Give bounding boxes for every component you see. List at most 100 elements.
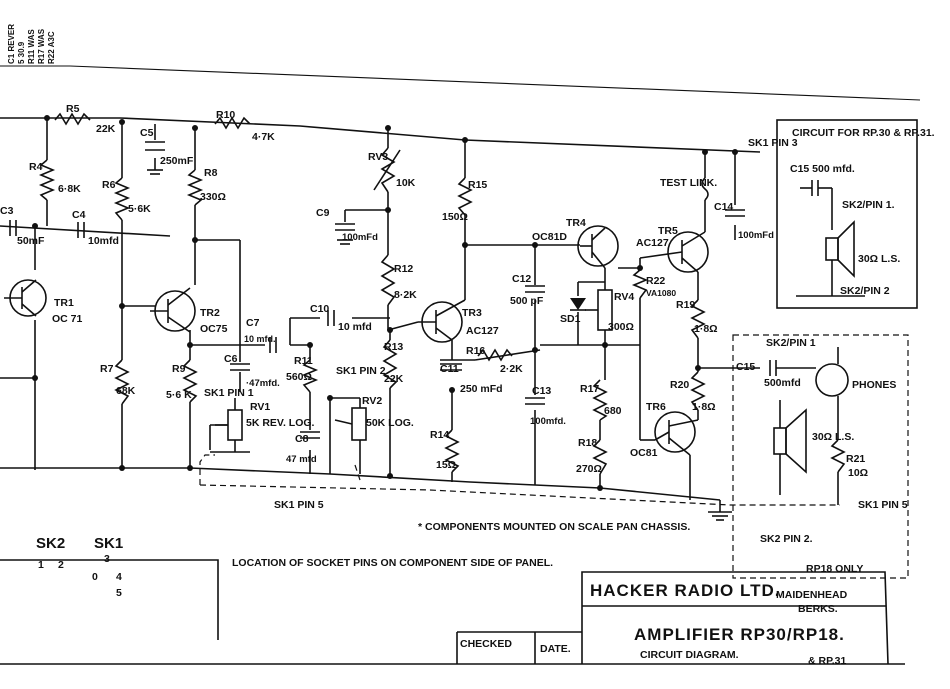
tr6-ref: TR6 [646,401,666,413]
c8-symbol [300,431,320,439]
test-link-label: TEST LINK. [660,177,717,189]
c8-ref: C8 [295,433,309,445]
c8-value: 47 mfd [286,454,317,465]
r13-value: 22K [384,373,404,385]
tr6-value: OC81 [630,447,658,459]
r20-value: 1·8Ω [692,401,716,413]
r19-symbol [690,299,706,339]
revision-note: C1 REVER [7,24,16,64]
r15-value: 150Ω [442,211,468,223]
c9-ref: C9 [316,207,330,219]
socket-pin: 2 [58,559,64,571]
inset-sk2-pin2-label: SK2/PIN 2 [840,285,890,297]
r4-symbol [38,159,56,201]
r8-symbol [186,169,204,206]
r19-ref: R19 [676,299,695,311]
c12-ref: C12 [512,273,531,285]
sk1-pin5-right-label: SK1 PIN 5 [858,499,908,511]
transistor-symbols [4,225,709,456]
date-label: DATE. [540,643,571,655]
tr2-value: OC75 [200,323,228,335]
c11-ref: C11 [440,363,459,375]
tr4-value: OC81D [532,231,567,243]
r9-value: 5·6 K [166,389,192,401]
tr3-symbol [418,299,466,343]
tr2-symbol [150,287,196,333]
sk2-title: SK2 [36,535,65,552]
r17-value: 680 [604,405,622,417]
r8-value: 330Ω [200,191,226,203]
company-town: MAIDENHEAD [776,589,848,601]
drawing-variant: & RP.31 [808,655,846,667]
r20-symbol [690,371,706,411]
rp18-box [732,334,909,579]
c13-symbol [525,397,545,405]
sk1-title: SK1 [94,535,123,552]
socket-caption: LOCATION OF SOCKET PINS ON COMPONENT SID… [232,557,553,569]
c5-value: 250mF [160,155,194,167]
c3-symbol [9,220,17,236]
r5-symbol [54,112,91,126]
c9-value: 100mFd [342,232,378,243]
socket-pin: 5 [116,587,122,599]
c7-symbol [269,337,277,353]
sd1-diode-symbol [570,298,586,311]
sk1-pin3-label: SK1 PIN 3 [748,137,798,149]
resistor-symbols [38,112,846,475]
c14-ref: C14 [714,201,733,213]
c15-value: 500mfd [764,377,801,389]
r19-value: 1·8Ω [694,323,718,335]
junction-dots [32,115,738,491]
c12-value: 500 pF [510,295,544,307]
r21-value: 10Ω [848,467,868,479]
socket-pin: 0 [92,571,98,583]
r14-value: 15Ω [436,459,456,471]
r16-symbol [477,348,513,362]
r8-ref: R8 [204,167,218,179]
chassis-note: * COMPONENTS MOUNTED ON SCALE PAN CHASSI… [418,521,690,533]
r20-ref: R20 [670,379,689,391]
checked-label: CHECKED [460,638,512,650]
r12-ref: R12 [394,263,413,275]
rp18-only-label: RP18 ONLY [806,563,863,575]
c3-value: 50mF [17,235,45,247]
r16-value: 2·2K [500,363,523,375]
drawing-title: AMPLIFIER RP30/RP18. [634,625,845,644]
r14-ref: R14 [430,429,449,441]
sk1-pin2-label: SK1 PIN 2 [336,365,386,377]
r4-value: 6·8K [58,183,81,195]
socket-pin: 4 [116,571,122,583]
c14-symbol [725,209,745,217]
c4-ref: C4 [72,209,86,221]
r7-value: 68K [116,385,136,397]
c9-symbol [335,223,355,231]
revision-note: 5 30.9 [17,41,26,64]
r12-symbol [380,254,396,306]
r7-ref: R7 [100,363,114,375]
tr5-ref: TR5 [658,225,678,237]
c15-symbol [769,360,777,376]
revision-notes: C1 REVER 5 30.9 R11 WAS R17 WAS R22 A3C [7,24,56,64]
rv3-value: 10K [396,177,416,189]
ground-symbols [147,169,353,245]
c3-ref: C3 [0,205,14,217]
rv2-ref: RV2 [362,395,382,407]
socket-pin: 3 [104,553,110,565]
r16-ref: R16 [466,345,485,357]
c4-symbol [77,222,85,238]
r13-ref: R13 [384,341,403,353]
r18-ref: R18 [578,437,597,449]
tr3-value: AC127 [466,325,499,337]
r17-symbol [592,379,608,421]
rv3-arrow [373,149,401,191]
c7-value: 10 mfd. [244,334,276,344]
socket-pin: 1 [38,559,44,571]
r13-symbol [382,339,398,389]
r9-symbol [182,359,198,403]
capacitor-symbols [9,141,777,439]
tr6-symbol [654,411,699,456]
rv2-symbol [351,407,367,441]
r6-value: 5·6K [128,203,151,215]
c6-ref: C6 [224,353,238,365]
rv2-value: 50K LOG. [366,417,414,429]
